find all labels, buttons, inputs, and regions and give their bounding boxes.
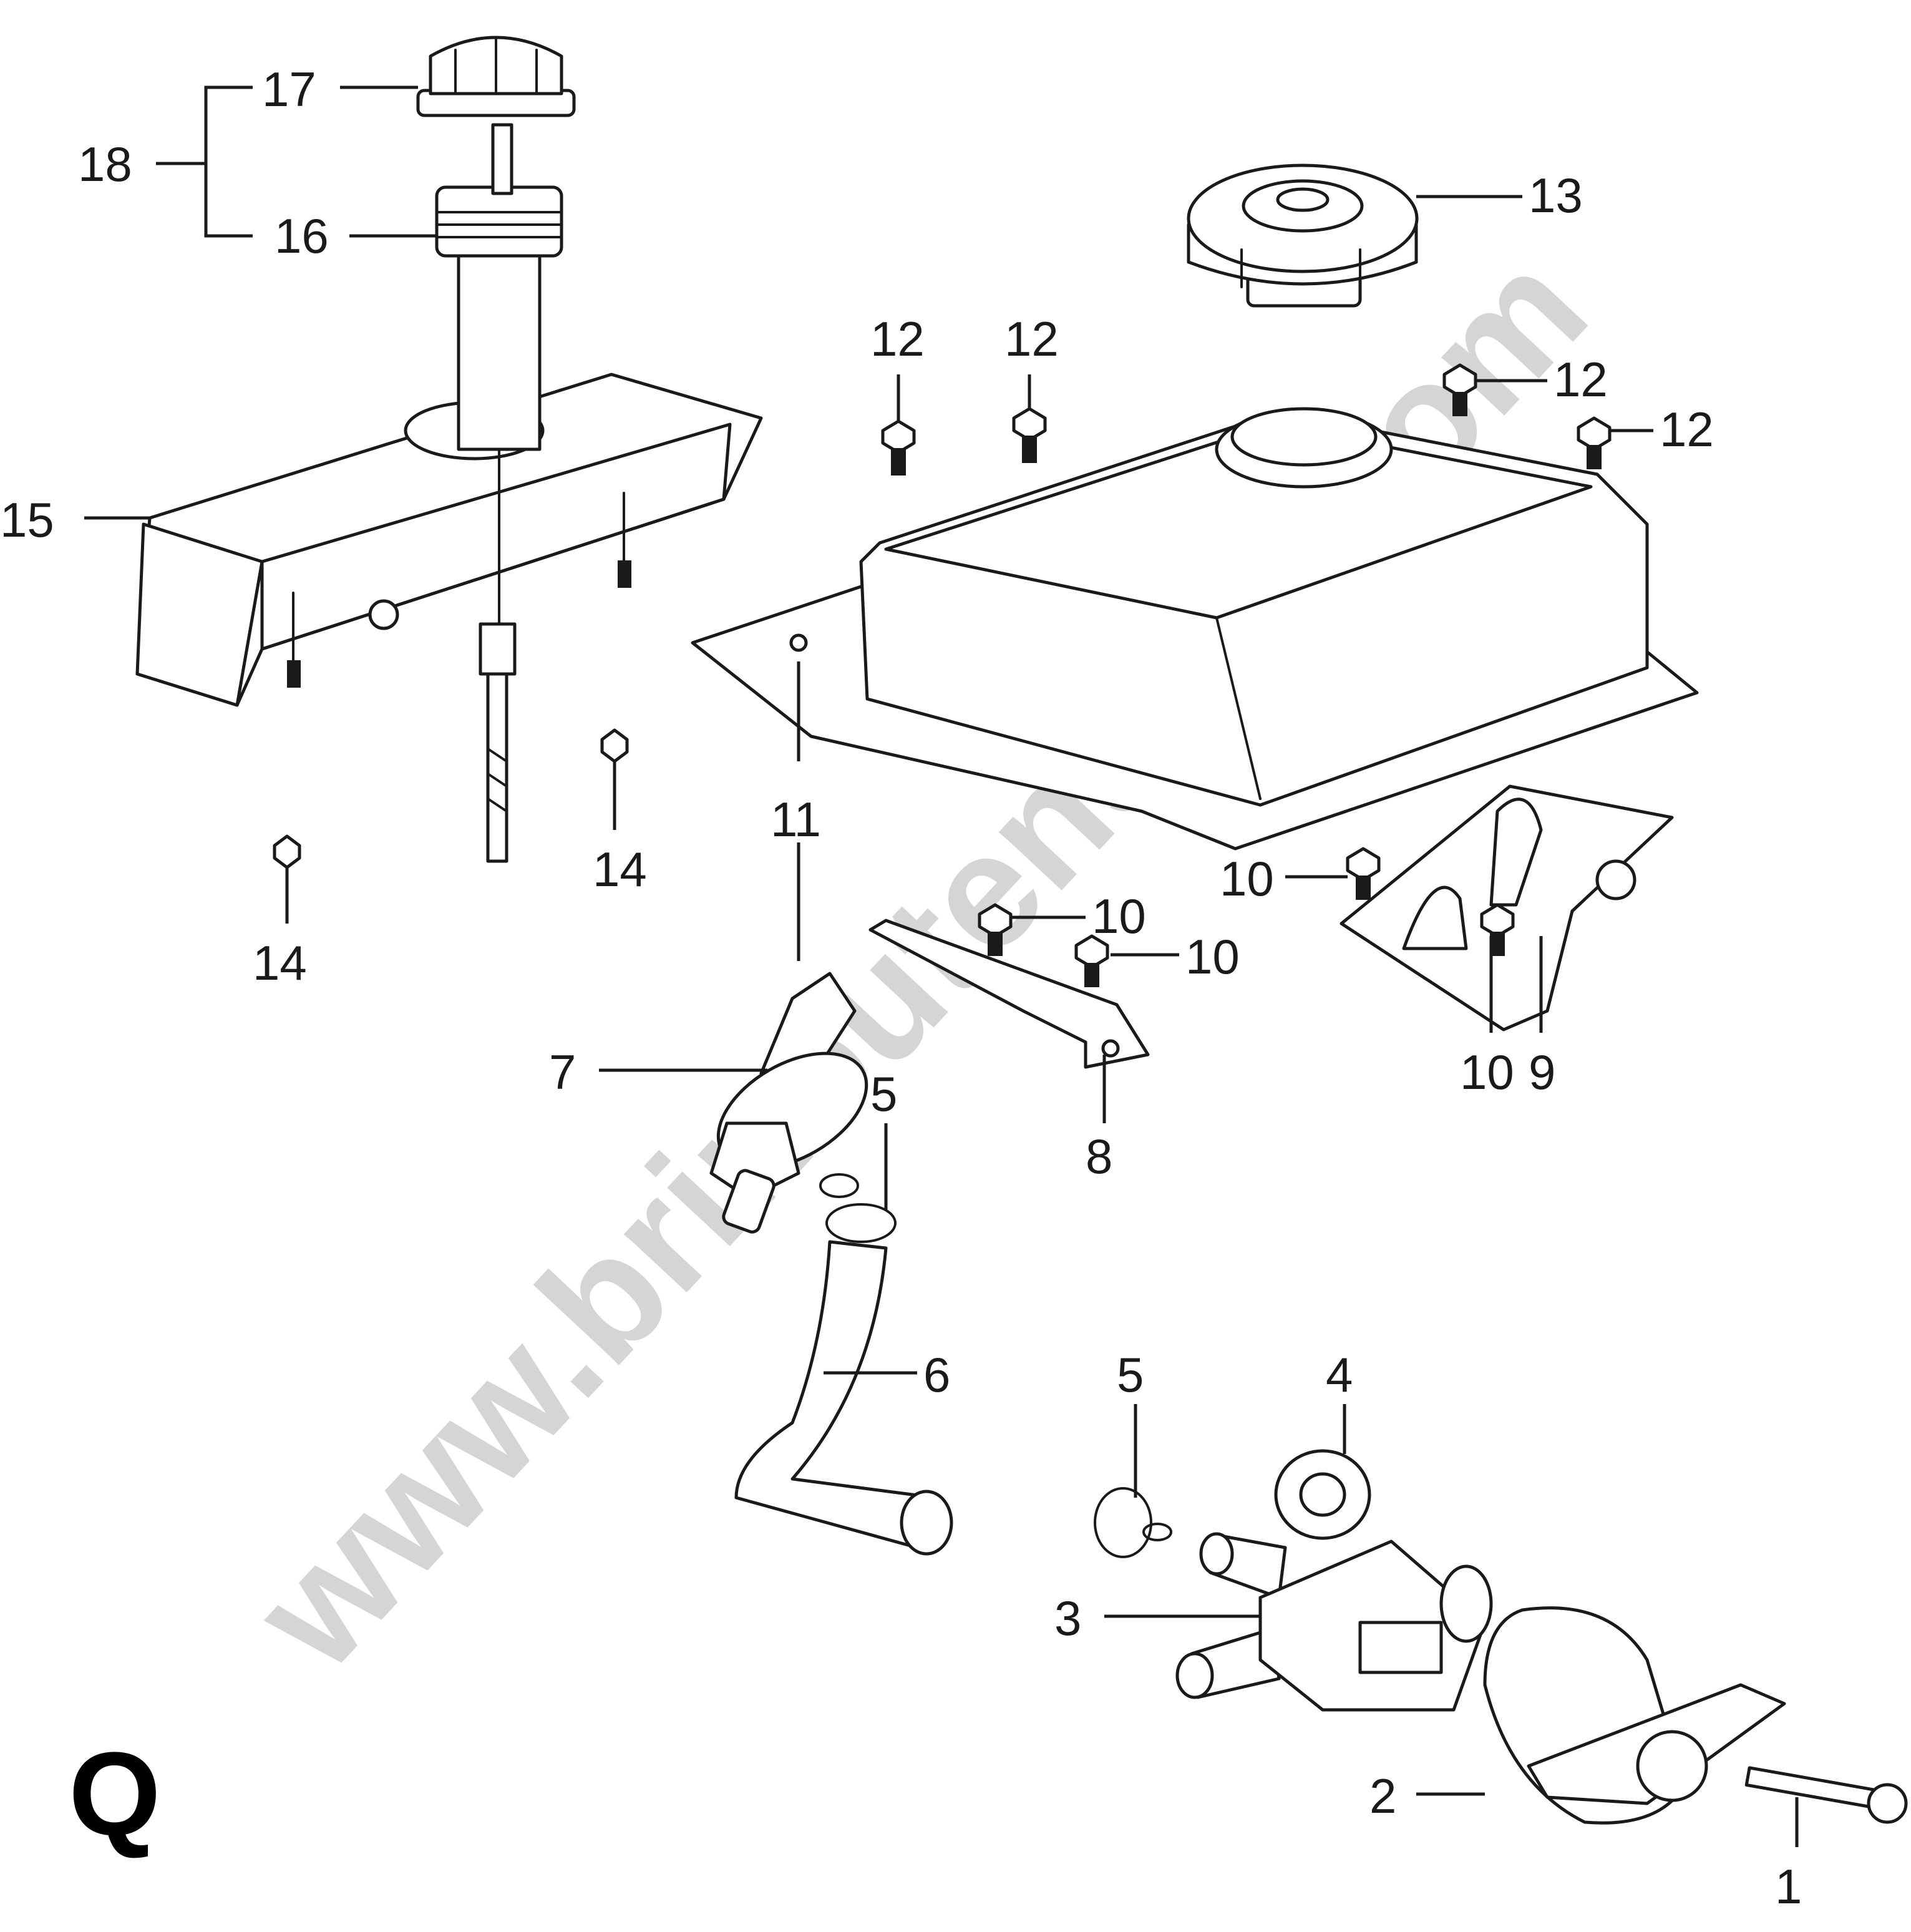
callout-8: 8 bbox=[1086, 1129, 1112, 1184]
callout-7: 7 bbox=[549, 1045, 576, 1100]
part-1-screw bbox=[1744, 1766, 1908, 1824]
callout-12-right-upper: 12 bbox=[1554, 352, 1608, 407]
callout-6: 6 bbox=[923, 1347, 950, 1402]
callout-15: 15 bbox=[0, 492, 54, 547]
callout-17: 17 bbox=[262, 62, 316, 117]
callout-10-strap-right: 10 bbox=[1185, 929, 1240, 984]
part-4-plug bbox=[1274, 1449, 1371, 1540]
part-11-fuel-tank bbox=[691, 407, 1699, 851]
callout-10-bracket-bottom: 10 bbox=[1460, 1045, 1514, 1100]
callout-18: 18 bbox=[78, 137, 132, 192]
part-16-17-dipstick-cap bbox=[416, 36, 576, 863]
part-14-nuts bbox=[273, 728, 629, 869]
callout-12-center: 12 bbox=[1004, 311, 1059, 366]
callout-10-strap-left: 10 bbox=[1092, 889, 1146, 944]
part-12-bolts bbox=[881, 363, 1612, 476]
callout-4: 4 bbox=[1326, 1347, 1353, 1402]
part-6-hose bbox=[734, 1240, 953, 1556]
sheet-letter: Q bbox=[69, 1728, 161, 1860]
callout-16: 16 bbox=[275, 208, 329, 263]
callout-5-lower: 5 bbox=[1117, 1347, 1144, 1402]
part-9-bracket bbox=[1340, 784, 1674, 1032]
callout-labels: 1 2 3 4 5 5 6 7 8 9 10 10 10 10 11 12 12… bbox=[0, 62, 1802, 1914]
part-15-cover bbox=[135, 373, 763, 707]
callout-12-left: 12 bbox=[870, 311, 925, 366]
callout-11: 11 bbox=[771, 792, 821, 847]
part-10-bolts bbox=[978, 847, 1515, 987]
part-3-fuel-valve bbox=[1175, 1532, 1493, 1712]
callout-1: 1 bbox=[1775, 1859, 1802, 1914]
callout-5-upper: 5 bbox=[870, 1066, 897, 1121]
part-2-knob bbox=[1483, 1606, 1786, 1825]
callout-9: 9 bbox=[1529, 1045, 1555, 1100]
leader-lines bbox=[84, 85, 1799, 1847]
callout-13: 13 bbox=[1529, 168, 1583, 223]
callout-14-left: 14 bbox=[253, 935, 307, 990]
part-13-fuel-cap bbox=[1187, 163, 1419, 308]
callout-10-bracket-top: 10 bbox=[1220, 851, 1274, 906]
callout-12-right-lower: 12 bbox=[1660, 402, 1714, 457]
part-7-valve bbox=[709, 972, 868, 1234]
callout-3: 3 bbox=[1054, 1591, 1081, 1646]
callout-14-center: 14 bbox=[593, 842, 647, 897]
callout-2: 2 bbox=[1369, 1769, 1396, 1823]
part-8-strap bbox=[868, 919, 1150, 1069]
part-5-clips bbox=[819, 1173, 1172, 1558]
